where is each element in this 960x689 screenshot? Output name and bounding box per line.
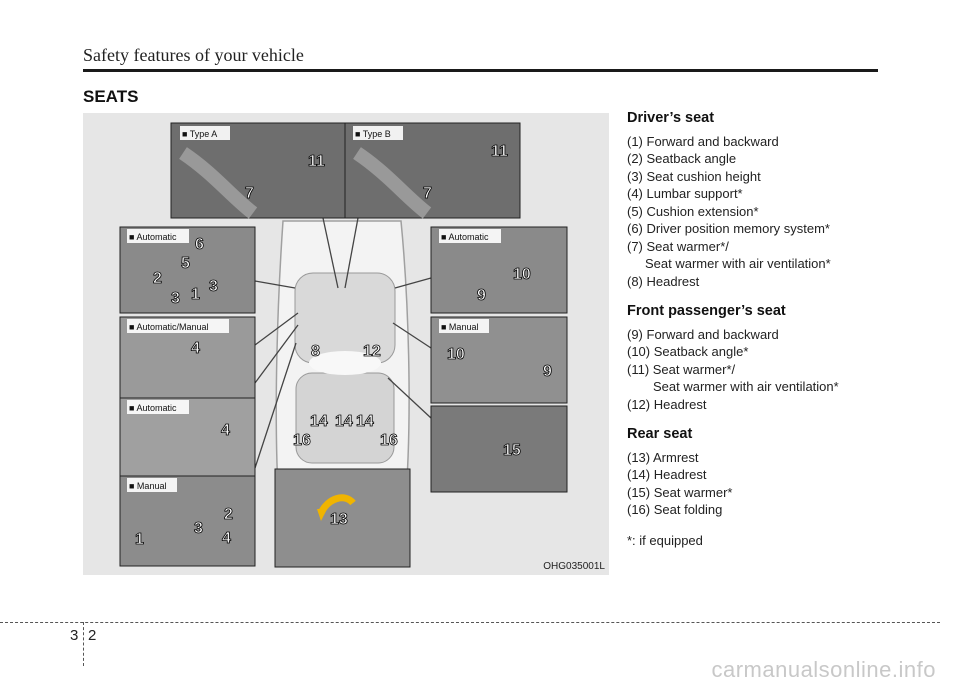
list-item-continuation: Seat warmer with air ventilation* <box>645 256 831 271</box>
list-item: (3) Seat cushion height <box>627 168 761 184</box>
label-driver-automatic-manual: ■ Automatic/Manual <box>129 322 208 332</box>
panel-rear-seat-warmer <box>430 405 568 493</box>
list-item: (15) Seat warmer* <box>627 484 733 500</box>
watermark: carmanualsonline.info <box>711 657 936 682</box>
footer-rule <box>0 622 940 623</box>
figure-code: OHG035001L <box>543 561 605 572</box>
svg-text:4: 4 <box>221 422 230 439</box>
section-title: SEATS <box>83 87 139 106</box>
svg-text:10: 10 <box>447 346 465 363</box>
svg-text:1: 1 <box>135 531 144 548</box>
list-item: (1) Forward and backward <box>627 133 779 149</box>
driver-seat-heading: Driver’s seat <box>627 110 715 126</box>
svg-text:3: 3 <box>209 278 218 295</box>
label-type-b: ■ Type B <box>355 129 391 139</box>
svg-text:2: 2 <box>153 270 162 287</box>
list-item: (7) Seat warmer*/ <box>627 238 729 254</box>
svg-text:13: 13 <box>330 511 348 528</box>
seat-descriptions: Driver’s seat (1) Forward and backward (… <box>627 110 927 549</box>
list-item: (9) Forward and backward <box>627 326 779 342</box>
svg-text:11: 11 <box>491 143 508 160</box>
svg-text:9: 9 <box>477 287 486 304</box>
seats-illustration: ■ Type A ■ Type B ■ Automatic ■ Automati… <box>119 122 568 568</box>
svg-text:3: 3 <box>171 290 180 307</box>
list-item: (16) Seat folding <box>627 502 723 517</box>
label-driver-automatic: ■ Automatic <box>129 232 177 242</box>
page-number: 2 <box>88 627 97 644</box>
list-item: (5) Cushion extension* <box>627 203 759 219</box>
svg-text:5: 5 <box>181 255 190 272</box>
page-header-title: Safety features of your vehicle <box>83 45 304 65</box>
svg-text:14: 14 <box>310 413 328 430</box>
svg-text:9: 9 <box>543 363 552 380</box>
rear-seat-heading: Rear seat <box>627 426 693 442</box>
chapter-number: 3 <box>70 627 79 644</box>
label-type-a: ■ Type A <box>182 129 217 139</box>
passenger-seat-heading: Front passenger’s seat <box>627 303 786 319</box>
footnote: *: if equipped <box>627 532 703 548</box>
panel-rear-armrest <box>274 468 411 568</box>
svg-text:2: 2 <box>224 506 233 523</box>
svg-text:3: 3 <box>194 520 203 537</box>
list-item: (11) Seat warmer*/ <box>627 361 736 377</box>
list-item: (6) Driver position memory system* <box>627 221 830 236</box>
svg-text:7: 7 <box>245 185 254 202</box>
svg-text:6: 6 <box>195 236 204 253</box>
list-item: (2) Seatback angle <box>627 151 737 166</box>
svg-text:4: 4 <box>191 340 200 357</box>
label-driver-manual: ■ Manual <box>129 481 166 491</box>
list-item: (12) Headrest <box>627 396 707 412</box>
footer-divider <box>83 622 84 666</box>
svg-text:4: 4 <box>222 530 231 547</box>
svg-text:11: 11 <box>308 153 325 170</box>
svg-text:16: 16 <box>293 432 311 449</box>
svg-text:15: 15 <box>503 442 521 459</box>
label-driver-automatic-2: ■ Automatic <box>129 403 177 413</box>
list-item: (14) Headrest <box>627 467 707 482</box>
list-item: (10) Seatback angle* <box>627 344 749 359</box>
list-item: (13) Armrest <box>627 449 699 465</box>
cabin-highlight <box>309 351 381 375</box>
svg-text:14: 14 <box>335 413 353 430</box>
list-item: (8) Headrest <box>627 273 700 289</box>
list-item-continuation: Seat warmer with air ventilation* <box>653 379 839 394</box>
seats-figure: ■ Type A ■ Type B ■ Automatic ■ Automati… <box>83 113 609 575</box>
label-passenger-manual: ■ Manual <box>441 322 478 332</box>
list-item: (4) Lumbar support* <box>627 186 743 201</box>
svg-text:1: 1 <box>191 286 200 303</box>
label-passenger-automatic: ■ Automatic <box>441 232 489 242</box>
header-rule <box>83 69 878 72</box>
svg-text:14: 14 <box>356 413 374 430</box>
svg-text:7: 7 <box>423 185 432 202</box>
svg-text:12: 12 <box>363 343 381 360</box>
svg-text:8: 8 <box>311 343 320 360</box>
svg-text:16: 16 <box>380 432 398 449</box>
svg-text:10: 10 <box>513 266 531 283</box>
